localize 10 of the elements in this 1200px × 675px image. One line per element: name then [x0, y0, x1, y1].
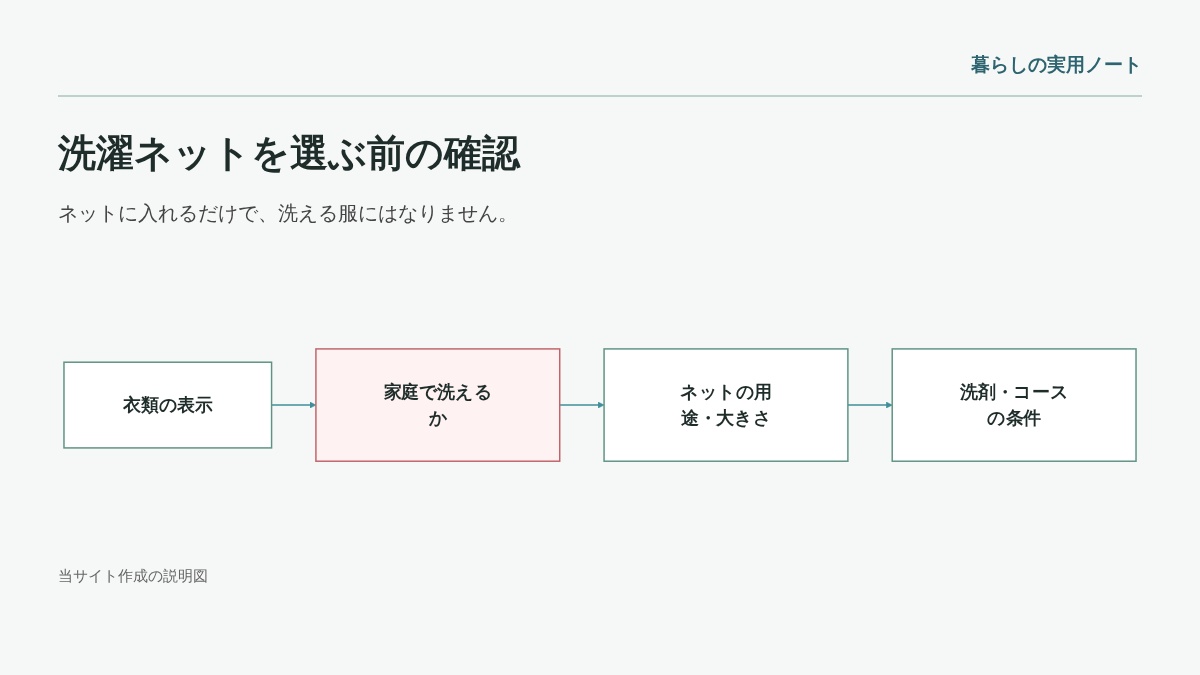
arrow [559, 401, 605, 409]
node-box: 衣類の表示 [63, 361, 273, 449]
page-title: 洗濯ネットを選ぶ前の確認 [58, 130, 520, 177]
caption: 当サイト作成の説明図 [58, 567, 208, 586]
arrow [847, 401, 893, 409]
node-box: 洗剤・コースの条件 [891, 348, 1137, 462]
node-box: ネットの用途・大きさ [603, 348, 849, 462]
header-tagline: 暮らしの実用ノート [971, 52, 1142, 77]
subtitle: ネットに入れるだけで、洗える服にはなりません。 [58, 200, 518, 227]
node-box: 家庭で洗えるか [315, 348, 561, 462]
